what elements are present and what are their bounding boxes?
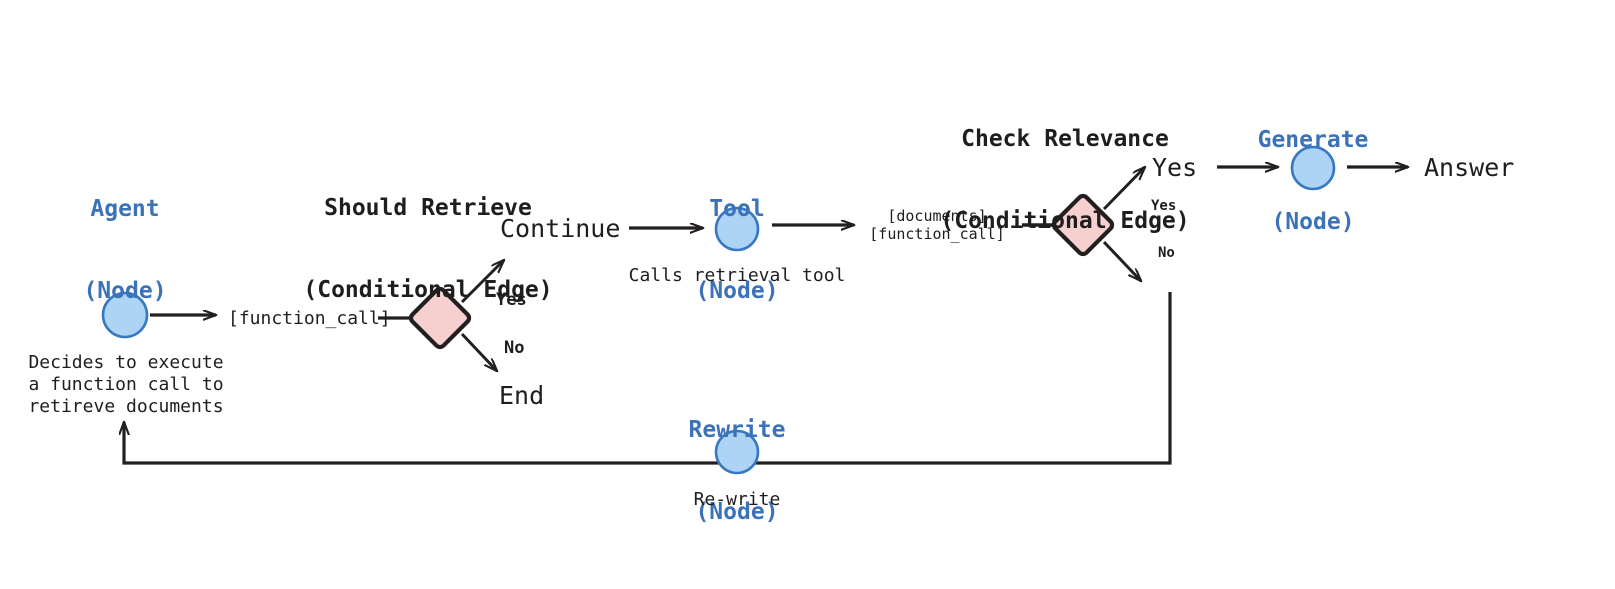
decision-should-retrieve-branch-yes: Yes	[496, 290, 527, 310]
node-generate-title: Generate (Node)	[1258, 73, 1369, 290]
decision-should-retrieve-input-label: [function_call]	[228, 308, 391, 329]
decision-check-relevance-title-line1: Check Relevance	[961, 126, 1169, 153]
edge-should-retrieve-no	[460, 332, 497, 371]
node-generate-shape	[1290, 145, 1336, 191]
decision-check-relevance-title: Check Relevance (Conditional Edge)	[940, 72, 1189, 289]
node-tool-caption: Calls retrieval tool	[628, 265, 846, 286]
decision-should-retrieve-title: Should Retrieve (Conditional Edge)	[303, 141, 552, 358]
decision-should-retrieve-subtitle: (Conditional Edge)	[303, 276, 553, 303]
node-generate-title-line1: Generate	[1257, 127, 1369, 154]
node-agent-title-line1: Agent	[90, 196, 160, 223]
node-generate-subtitle: (Node)	[1271, 208, 1355, 235]
node-agent-shape	[101, 291, 149, 339]
terminal-answer: Answer	[1424, 153, 1515, 182]
node-rewrite-caption: Re-write	[693, 489, 781, 510]
node-tool-title-line1: Tool	[709, 196, 765, 223]
node-rewrite-title: Rewrite (Node)	[689, 363, 786, 580]
node-tool-title: Tool (Node)	[695, 142, 778, 359]
decision-should-retrieve-title-line1: Should Retrieve	[324, 195, 532, 222]
edge-check-relevance-no	[1102, 240, 1141, 281]
node-agent-title: Agent (Node)	[83, 142, 166, 359]
terminal-end: End	[499, 381, 545, 410]
node-agent-subtitle: (Node)	[83, 277, 167, 304]
decision-check-relevance-shape	[1051, 193, 1115, 257]
node-rewrite-title-line1: Rewrite	[688, 417, 786, 444]
label-yes-to-generate: Yes	[1152, 153, 1198, 182]
node-agent-caption: Decides to execute a function call to re…	[28, 352, 224, 417]
edge-check-relevance-yes	[1102, 167, 1145, 211]
decision-check-relevance-input-label: [documents] [function_call]	[869, 207, 1005, 243]
node-tool-subtitle: (Node)	[695, 277, 779, 304]
decision-check-relevance-branch-no: No	[1158, 245, 1175, 261]
label-continue: Continue	[500, 214, 621, 243]
node-rewrite-subtitle: (Node)	[695, 498, 779, 525]
decision-check-relevance-branch-yes: Yes	[1151, 198, 1177, 214]
decision-check-relevance-subtitle: (Conditional Edge)	[940, 207, 1190, 234]
edge-feedback-loop	[124, 292, 1172, 465]
decision-should-retrieve-shape	[408, 286, 472, 350]
edge-should-retrieve-yes	[460, 260, 504, 304]
node-tool-shape	[714, 206, 760, 252]
decision-should-retrieve-branch-no: No	[504, 338, 525, 358]
node-rewrite-shape	[714, 429, 760, 475]
